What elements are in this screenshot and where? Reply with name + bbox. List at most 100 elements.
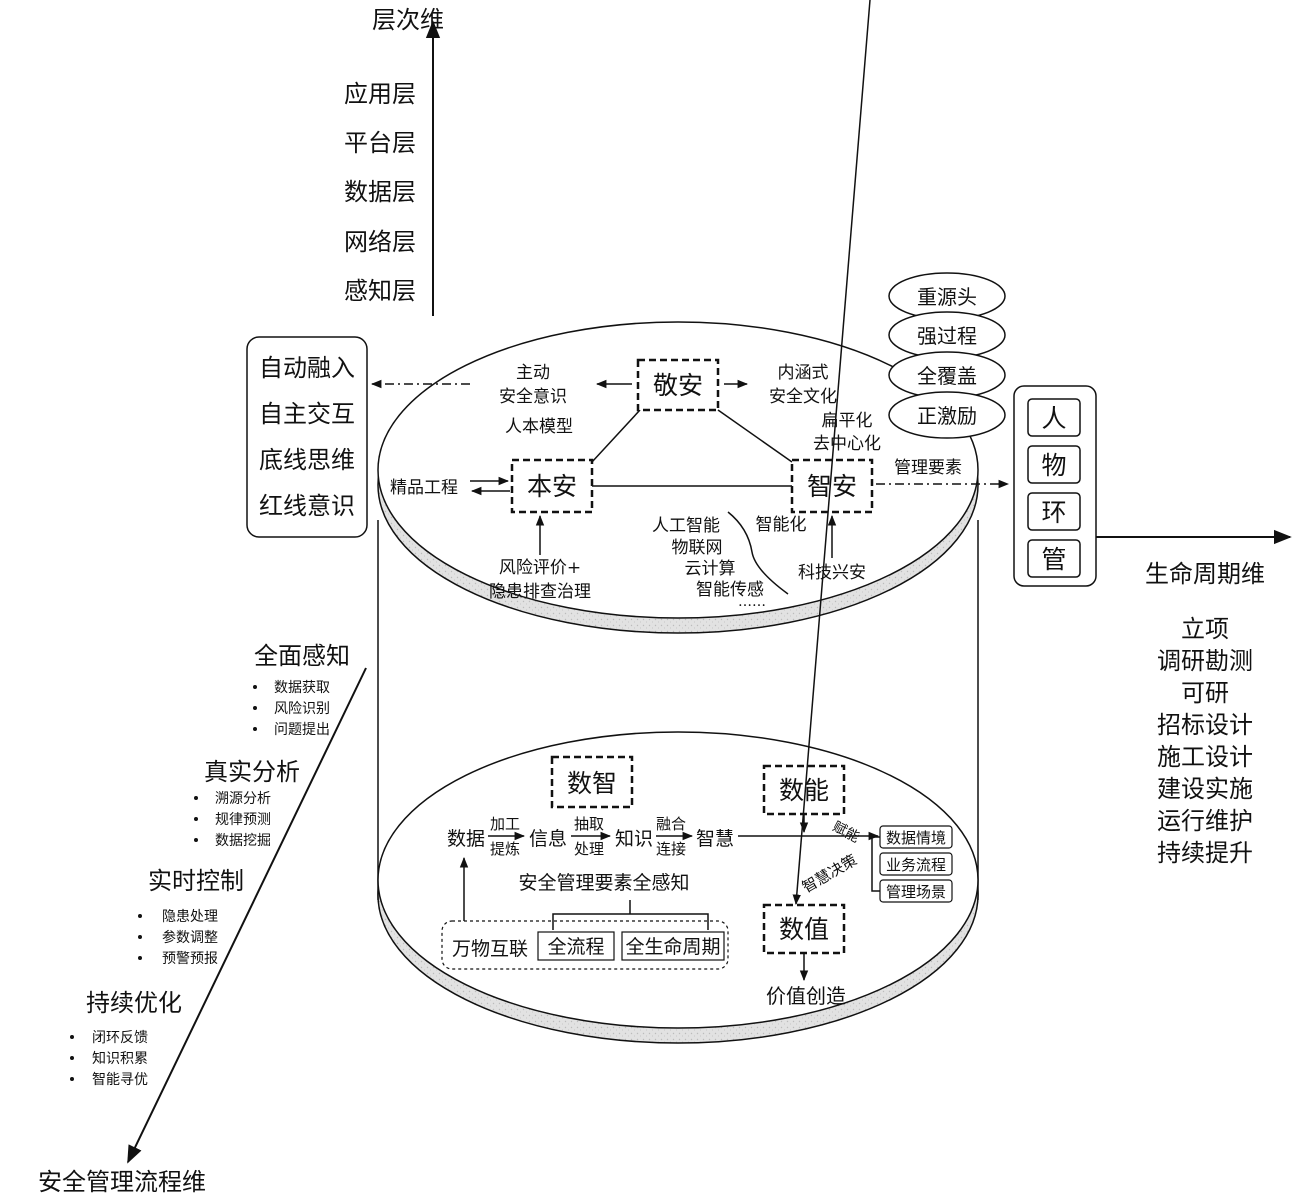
right-box-item: 管 [1041, 545, 1066, 574]
flow-label: 提炼 [490, 840, 520, 858]
bullet-dot [138, 914, 142, 918]
bullet-dot [253, 706, 257, 710]
oval-label: 强过程 [917, 324, 977, 348]
lifecycle-stage: 施工设计 [1157, 743, 1253, 771]
scene-label: 管理场景 [886, 883, 946, 901]
right-box-cell [1027, 539, 1081, 578]
zhinenghua-label: 智能化 [756, 515, 807, 535]
jingan-box [636, 358, 720, 412]
bullet-dot [253, 685, 257, 689]
process-bullet: 风险识别 [274, 701, 330, 717]
scene-bracket [871, 836, 880, 892]
process-stage-title: 实时控制 [148, 867, 244, 895]
scene-label: 业务流程 [886, 856, 946, 874]
arrow [792, 0, 871, 906]
connector-line [591, 409, 641, 463]
diagonal-axis: 安全管理流程维 全面感知 数据获取 风险识别 问题提出 真实分析 溯源分析 规律… [38, 642, 367, 1196]
bullet-dot [70, 1056, 74, 1060]
quanliucheng-box [537, 931, 615, 961]
perception-title: 安全管理要素全感知 [518, 872, 689, 894]
quanshengming-box [621, 931, 725, 961]
lifecycle-stage: 招标设计 [1157, 711, 1253, 739]
flow-node: 知识 [615, 828, 653, 850]
right-box-item: 物 [1041, 451, 1066, 480]
perception-group-frame [441, 920, 729, 970]
right-box-cell [1027, 492, 1081, 531]
top-disk-content: 敬安 本安 智安 主动 安全意识 人本模型 内涵式 安全文化 扁平化 去中心化 … [390, 358, 1010, 610]
shuzhi2-label: 数值 [779, 915, 829, 944]
diagonal-axis-line [127, 667, 367, 1164]
safety-awareness-label: 安全意识 [499, 387, 567, 407]
left-box-item: 红线意识 [259, 492, 355, 520]
tech-ellipsis: …… [738, 594, 766, 610]
diagonal-axis-title: 安全管理流程维 [38, 1168, 206, 1196]
top-disk [377, 321, 979, 619]
process-bullet: 数据挖掘 [215, 833, 271, 849]
process-bullet: 问题提出 [274, 722, 330, 738]
tech-item: 云计算 [685, 559, 736, 579]
lifecycle-stage: 可研 [1181, 679, 1229, 707]
zhudong-label: 主动 [516, 363, 550, 383]
lifecycle-stage: 调研勘测 [1157, 647, 1253, 675]
process-bullet: 规律预测 [215, 812, 271, 828]
horizontal-axis: 生命周期维 立项 调研勘测 可研 招标设计 施工设计 建设实施 运行维护 持续提… [1096, 529, 1292, 867]
tech-brace [727, 511, 789, 595]
zhian-box [790, 458, 874, 514]
left-box-item: 自主交互 [259, 400, 355, 428]
layer-label: 应用层 [344, 80, 416, 108]
lifecycle-stage: 建设实施 [1157, 775, 1253, 803]
flow-label: 加工 [490, 815, 520, 833]
scene-label: 数据情境 [886, 829, 946, 847]
benan-box [510, 458, 594, 514]
jingan-label: 敬安 [653, 371, 703, 400]
neihan-label: 内涵式 [778, 363, 829, 383]
tech-item: 人工智能 [652, 516, 720, 536]
layer-label: 数据层 [344, 178, 416, 206]
flow-label: 处理 [574, 840, 604, 858]
quanshengming-label: 全生命周期 [625, 936, 720, 958]
wanwu-label: 万物互联 [452, 938, 528, 960]
left-box-frame [246, 336, 368, 538]
flow-node: 智慧 [696, 828, 734, 850]
oval-label: 重源头 [917, 285, 977, 309]
layer-label: 感知层 [344, 277, 416, 305]
bullet-dot [194, 838, 198, 842]
zhian-label: 智安 [807, 472, 857, 501]
flow-label: 连接 [656, 840, 686, 858]
flow-node: 数据 [447, 828, 485, 850]
process-bullet: 预警预报 [162, 951, 218, 967]
process-stage-title: 真实分析 [204, 758, 300, 786]
kejixingan-label: 科技兴安 [798, 563, 866, 583]
process-bullet: 闭环反馈 [92, 1030, 148, 1046]
right-box-cell [1027, 398, 1081, 437]
risk-eval-label: 风险评价+ [499, 558, 581, 578]
bullet-dot [253, 727, 257, 731]
oval-label: 正激励 [917, 404, 977, 428]
process-bullet: 智能寻优 [92, 1072, 148, 1088]
lifecycle-stage: 持续提升 [1157, 839, 1253, 867]
flow-node: 信息 [529, 828, 567, 850]
right-box: 人 物 环 管 [1013, 385, 1097, 587]
left-box-item: 底线思维 [259, 446, 355, 474]
hazard-label: 隐患排查治理 [489, 582, 591, 602]
bullet-dot [194, 796, 198, 800]
decentralization-label: 去中心化 [813, 434, 881, 454]
oval-label: 全覆盖 [917, 364, 977, 388]
scene-box [879, 852, 953, 876]
tech-item: 物联网 [672, 538, 723, 558]
layer-label: 平台层 [344, 129, 416, 157]
renben-label: 人本模型 [505, 417, 573, 437]
bullet-dot [138, 956, 142, 960]
process-stage-title: 全面感知 [254, 642, 350, 670]
shuzhi-box [550, 755, 634, 809]
oval [888, 391, 1006, 439]
vertical-axis-title: 层次维 [372, 6, 444, 34]
layer-label: 网络层 [344, 228, 416, 256]
left-box-item: 自动融入 [259, 354, 355, 382]
jiazhi-label: 价值创造 [766, 984, 846, 1008]
right-box-item: 环 [1041, 498, 1066, 527]
process-stage-title: 持续优化 [86, 989, 182, 1017]
flow-label: 融合 [656, 815, 686, 833]
process-bullet: 数据获取 [274, 680, 330, 696]
